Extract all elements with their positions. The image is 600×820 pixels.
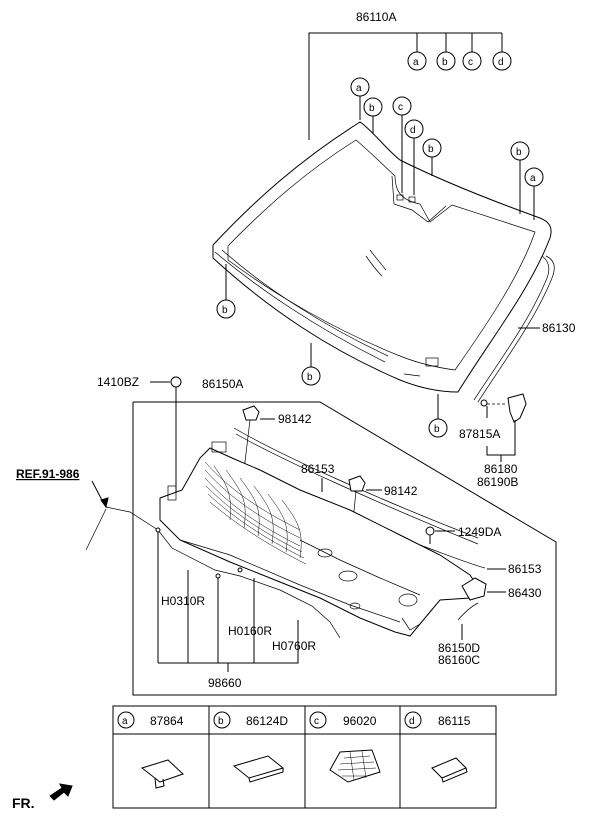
bracket-part[interactable] <box>507 393 527 423</box>
label-hose-3[interactable]: H0760R <box>272 639 316 653</box>
nozzle-top-part[interactable] <box>242 405 260 421</box>
callout-letter: b <box>307 372 313 383</box>
label-weatherstrip-bottom[interactable]: 86153 <box>508 562 542 576</box>
callout-a-top[interactable]: a <box>407 51 427 71</box>
legend-cell-c[interactable]: c 96020 <box>309 711 381 783</box>
callout-letter: a <box>530 173 536 184</box>
label-garnish-2[interactable]: 86190B <box>477 475 518 489</box>
label-bolt[interactable]: 1249DA <box>458 525 501 539</box>
callout-b-left[interactable]: b <box>363 97 383 134</box>
part-96020-icon <box>329 749 381 783</box>
label-nozzle-bottom[interactable]: 98142 <box>384 484 418 498</box>
label-hose-assy[interactable]: 98660 <box>208 676 242 690</box>
callout-letter: b <box>428 144 434 155</box>
callout-b-lower-left[interactable]: b <box>216 264 236 319</box>
callout-letter: c <box>468 57 473 68</box>
callout-letter: a <box>356 83 362 94</box>
bolt-part[interactable] <box>425 526 435 544</box>
callout-a-left[interactable]: a <box>350 77 370 120</box>
cowl-panel-part[interactable] <box>159 447 481 637</box>
callout-letter: b <box>222 305 228 316</box>
callout-b-top[interactable]: b <box>436 51 456 71</box>
direction-indicator: FR. <box>12 783 73 811</box>
label-cowl-panel[interactable]: 86150A <box>202 377 243 391</box>
label-nozzle-top[interactable]: 98142 <box>278 412 312 426</box>
callout-a-right[interactable]: a <box>524 167 544 220</box>
legend-part-number: 96020 <box>343 714 377 728</box>
windshield-group: 86110A a b c d <box>212 10 576 438</box>
part-87864-icon <box>140 759 184 789</box>
part-86124d-icon <box>232 755 285 783</box>
label-direction: FR. <box>12 795 35 811</box>
label-reference[interactable]: REF.91-986 <box>16 467 80 481</box>
cover-right-part[interactable] <box>461 577 487 601</box>
label-windshield[interactable]: 86110A <box>356 10 396 24</box>
side-moulding[interactable] <box>477 255 555 403</box>
label-cover-right[interactable]: 86430 <box>508 586 542 600</box>
callout-c-mirror[interactable]: c <box>392 96 412 193</box>
label-moulding[interactable]: 86130 <box>542 321 576 335</box>
label-screw-clip[interactable]: 1410BZ <box>97 375 139 389</box>
callout-letter: d <box>498 57 504 68</box>
extension-part[interactable] <box>457 602 479 621</box>
callout-d-mirror[interactable]: d <box>404 119 424 195</box>
label-hose-1[interactable]: H0310R <box>161 594 205 608</box>
callout-letter: b <box>434 424 440 435</box>
callout-letter: b <box>442 57 448 68</box>
legend-letter: c <box>314 716 319 727</box>
legend-letter: b <box>218 716 224 727</box>
callout-letter: d <box>410 125 416 136</box>
label-hose-2[interactable]: H0160R <box>228 624 272 638</box>
legend-cell-b[interactable]: b 86124D <box>213 711 288 783</box>
label-weatherstrip-top[interactable]: 86153 <box>301 462 335 476</box>
callout-letter: c <box>398 102 403 113</box>
nozzle-bottom-part[interactable] <box>348 475 366 492</box>
legend-part-number: 86124D <box>246 714 288 728</box>
callout-letter: a <box>413 57 419 68</box>
cowl-grille <box>204 461 307 565</box>
label-extension-1[interactable]: 86150D <box>438 641 480 655</box>
legend-table: a 87864 b 86124D c 96020 d 86115 <box>112 705 497 809</box>
label-bracket[interactable]: 87815A <box>459 427 500 441</box>
legend-letter: d <box>409 716 415 727</box>
bracket-group: 87815A 86180 86190B <box>459 393 527 489</box>
callout-b-lower-right[interactable]: b <box>428 394 448 438</box>
front-arrow-icon <box>49 783 73 801</box>
callout-b-right[interactable]: b <box>510 141 530 214</box>
legend-letter: a <box>122 716 128 727</box>
legend-cell-d[interactable]: d 86115 <box>404 711 471 783</box>
label-extension-2[interactable]: 86160C <box>438 653 480 667</box>
label-garnish-1[interactable]: 86180 <box>484 462 518 476</box>
windshield-glass[interactable] <box>212 121 552 393</box>
screw-clip-part[interactable] <box>170 376 182 388</box>
callout-letter: b <box>369 103 375 114</box>
callout-b-mid[interactable]: b <box>422 138 442 176</box>
legend-part-number: 86115 <box>438 714 471 728</box>
legend-cell-a[interactable]: a 87864 <box>117 711 184 789</box>
callout-b-bottom[interactable]: b <box>301 343 321 386</box>
callout-c-top[interactable]: c <box>462 51 482 71</box>
cowl-group: 1410BZ 86150A 98142 86153 98142 1249DA <box>16 375 557 696</box>
callout-d-top[interactable]: d <box>492 51 512 71</box>
part-86115-icon <box>431 757 468 783</box>
callout-letter: b <box>516 147 522 158</box>
legend-part-number: 87864 <box>150 714 184 728</box>
